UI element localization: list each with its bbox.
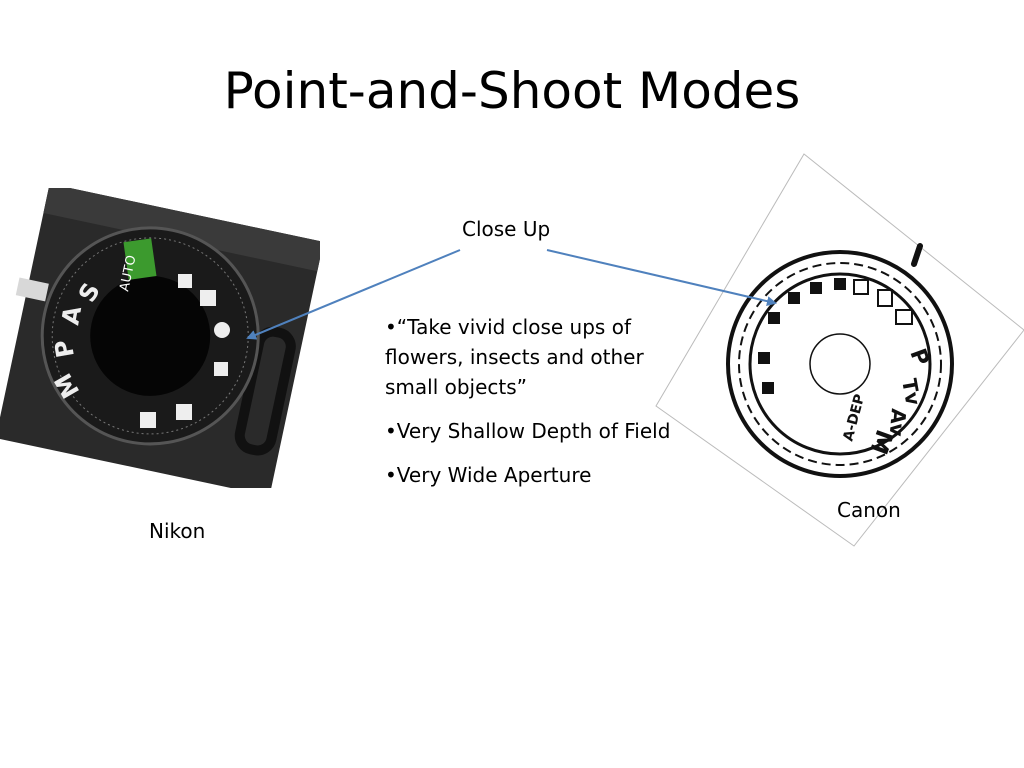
nikon-dial-a: A [56, 303, 87, 327]
arrow-to-nikon [246, 249, 461, 340]
bullet-list: “Take vivid close ups of flowers, insect… [385, 312, 675, 504]
canon-dial-tv: Tv [897, 377, 925, 407]
nikon-dial-auto: AUTO [117, 254, 139, 293]
bullet-item: Very Wide Aperture [385, 460, 675, 490]
canon-dial-av: Av [885, 408, 911, 438]
close-up-label: Close Up [462, 217, 551, 241]
bullet-item: Very Shallow Depth of Field [385, 416, 675, 446]
arrow-to-canon [546, 249, 777, 307]
canon-dial-p: P [904, 346, 933, 370]
nikon-dial-image: AUTO S A P M [0, 188, 320, 488]
slide-title: Point-and-Shoot Modes [223, 62, 801, 120]
canon-dial-image: P Tv Av M A-DEP [655, 153, 1024, 547]
nikon-dial-p: P [49, 338, 80, 360]
nikon-caption: Nikon [149, 519, 206, 543]
bullet-item: “Take vivid close ups of flowers, insect… [385, 312, 675, 402]
canon-caption: Canon [837, 498, 901, 522]
